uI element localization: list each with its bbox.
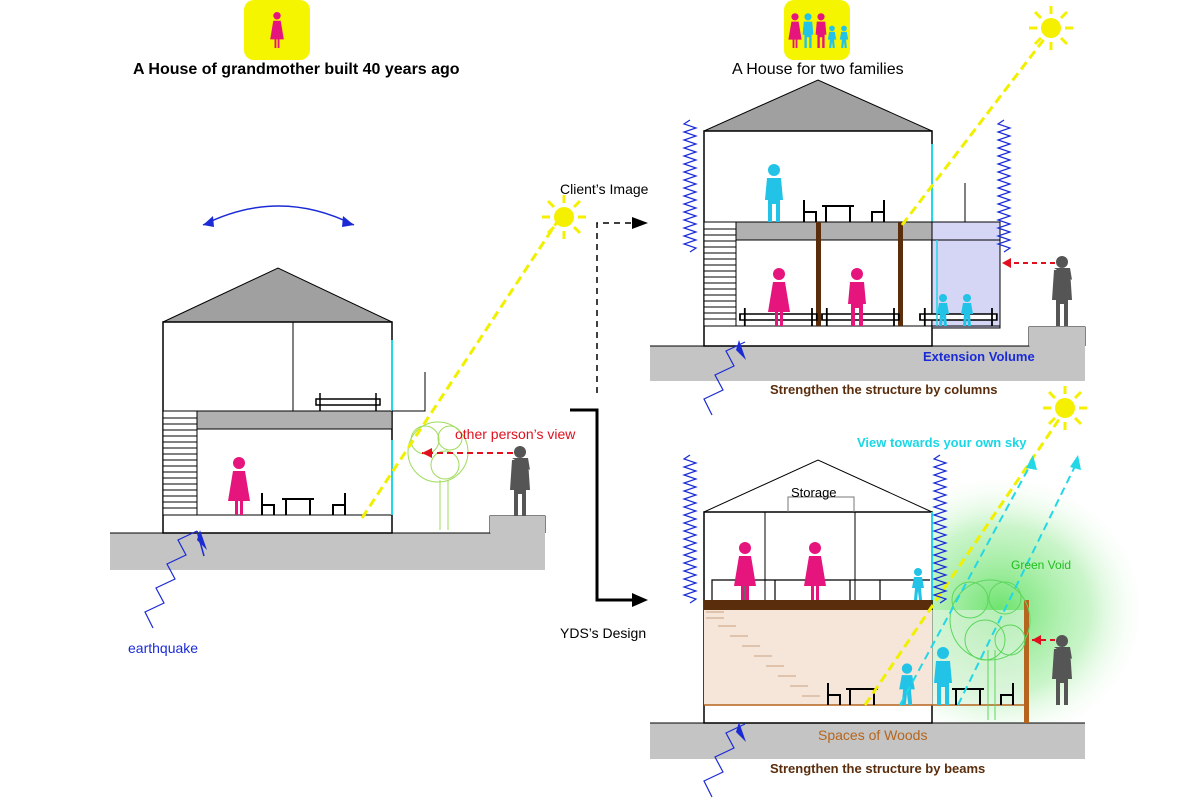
badge-grandmother (244, 0, 310, 60)
storage-label: Storage (791, 485, 837, 500)
connectors (570, 217, 648, 607)
view-sky-label: View towards your own sky (857, 435, 1027, 450)
extension-volume-label: Extension Volume (923, 349, 1035, 364)
person-icon (510, 446, 530, 516)
spaces-of-woods-label: Spaces of Woods (818, 727, 928, 743)
beam (704, 600, 932, 610)
roof (162, 267, 393, 323)
other-view-label: other person’s view (455, 426, 576, 442)
earthquake-label: earthquake (128, 640, 199, 656)
left-house (110, 193, 588, 629)
strengthen-beams-label: Strengthen the structure by beams (770, 761, 986, 776)
sway-arrow (202, 205, 355, 226)
sun-ray (360, 218, 561, 519)
client-image-label: Client’s Image (560, 181, 649, 197)
sun-icon (1027, 4, 1075, 52)
column (816, 222, 821, 326)
floor-slab (196, 410, 393, 430)
title-left: A House of grandmother built 40 years ag… (133, 61, 460, 78)
top-right-house (650, 4, 1086, 416)
ground (110, 533, 545, 570)
stairs (162, 410, 198, 516)
column (898, 222, 903, 326)
earthquake-wave-icon (144, 530, 198, 629)
badge-two-families (784, 0, 850, 60)
yds-design-label: YDS’s Design (560, 625, 647, 641)
title-right: A House for two families (732, 61, 904, 78)
bottom-right-house (650, 384, 1150, 798)
green-void-label: Green Void (1011, 558, 1072, 572)
strengthen-columns-label: Strengthen the structure by columns (770, 382, 998, 397)
sun-icon (540, 193, 588, 241)
tree-icon (949, 579, 1031, 720)
sun-icon (1041, 384, 1089, 432)
